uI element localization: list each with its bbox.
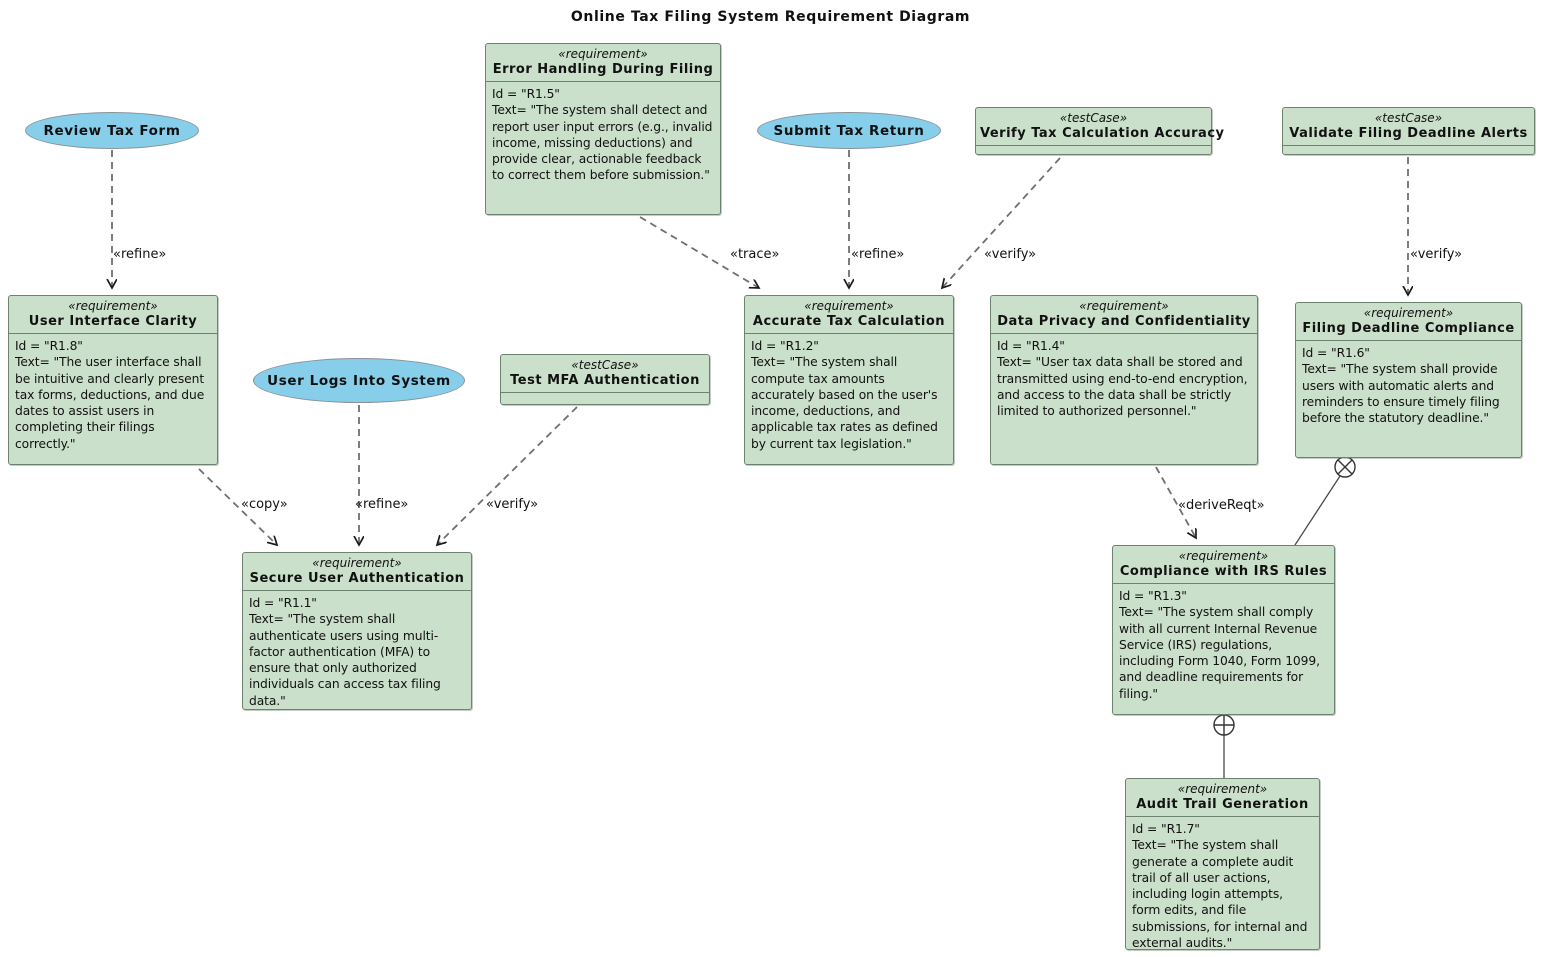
testcase-validate-filing-deadline-alerts[interactable]: «testCase» Validate Filing Deadline Aler… [1282, 107, 1535, 155]
testcase-empty-compartment [976, 146, 1211, 159]
stereotype-label: «requirement» [68, 299, 158, 313]
requirement-id: Id = "R1.8" [15, 339, 83, 353]
containment-line-filing-deadline-to-irs-rules [1294, 475, 1341, 546]
requirement-name: Accurate Tax Calculation [752, 314, 946, 329]
testcase-name: Verify Tax Calculation Accuracy [980, 126, 1225, 141]
requirement-data-privacy[interactable]: «requirement» Data Privacy and Confident… [990, 295, 1258, 465]
edge-label-refine-submit: «refine» [851, 247, 905, 262]
edge-label-refine-review: «refine» [113, 247, 167, 262]
stereotype-label: «testCase» [571, 358, 639, 372]
requirement-text: Text= "The system shall generate a compl… [1132, 838, 1308, 951]
usecase-submit-tax-return[interactable]: Submit Tax Return [757, 112, 941, 149]
edge-copy-ui-clarity-to-secure-auth [198, 468, 277, 545]
edge-label-verify-calc: «verify» [984, 247, 1037, 262]
containment-circle-filing-deadline [1334, 456, 1356, 478]
stereotype-label: «requirement» [1363, 306, 1454, 320]
usecase-label: Submit Tax Return [773, 122, 925, 139]
stereotype-label: «requirement» [1178, 549, 1269, 563]
requirement-text: Text= "The system shall provide users wi… [1302, 362, 1500, 426]
edge-label-copy: «copy» [241, 497, 288, 512]
testcase-name: Test MFA Authentication [510, 373, 700, 388]
requirement-ui-clarity[interactable]: «requirement» User Interface Clarity Id … [8, 295, 218, 465]
edge-derivereqt-data-privacy-to-irs-rules [1155, 466, 1196, 538]
requirement-id: Id = "R1.4" [997, 339, 1065, 353]
requirement-name: Audit Trail Generation [1136, 797, 1309, 812]
usecase-label: Review Tax Form [43, 122, 181, 139]
edge-label-refine-login: «refine» [355, 497, 409, 512]
stereotype-label: «requirement» [804, 299, 894, 313]
requirement-id: Id = "R1.6" [1302, 346, 1370, 360]
requirement-text: Text= "The system shall compute tax amou… [751, 355, 938, 451]
requirement-id: Id = "R1.7" [1132, 822, 1200, 836]
edge-label-trace: «trace» [730, 247, 780, 262]
requirement-name: Compliance with IRS Rules [1119, 564, 1328, 579]
requirement-name: Secure User Authentication [249, 571, 465, 586]
diagram-title: Online Tax Filing System Requirement Dia… [570, 9, 971, 25]
requirement-text: Text= "The system shall detect and repor… [492, 103, 713, 183]
edge-verify-calc-to-accurate-tax [942, 157, 1061, 288]
usecase-review-tax-form[interactable]: Review Tax Form [25, 112, 199, 149]
requirement-name: Data Privacy and Confidentiality [997, 314, 1251, 329]
stereotype-label: «testCase» [1059, 111, 1128, 125]
edge-label-verify-alerts: «verify» [1410, 247, 1463, 262]
stereotype-label: «testCase» [1374, 111, 1443, 125]
requirement-id: Id = "R1.5" [492, 87, 560, 101]
stereotype-label: «requirement» [1177, 782, 1268, 796]
testcase-name: Validate Filing Deadline Alerts [1289, 126, 1528, 141]
stereotype-label: «requirement» [1079, 299, 1169, 313]
requirement-audit-trail-generation[interactable]: «requirement» Audit Trail Generation Id … [1125, 778, 1320, 950]
testcase-verify-tax-calculation-accuracy[interactable]: «testCase» Verify Tax Calculation Accura… [975, 107, 1225, 155]
testcase-empty-compartment [1283, 146, 1534, 159]
requirement-text: Text= "User tax data shall be stored and… [997, 355, 1248, 419]
usecase-user-logs-into-system[interactable]: User Logs Into System [253, 358, 465, 403]
stereotype-label: «requirement» [312, 556, 402, 570]
edge-label-verify-mfa: «verify» [486, 497, 539, 512]
requirement-name: Filing Deadline Compliance [1302, 321, 1515, 336]
requirement-name: Error Handling During Filing [492, 62, 714, 77]
requirement-text: Text= "The system shall comply with all … [1119, 605, 1320, 701]
stereotype-label: «requirement» [558, 47, 648, 61]
testcase-empty-compartment [501, 393, 709, 406]
usecase-label: User Logs Into System [267, 372, 451, 389]
requirement-id: Id = "R1.3" [1119, 589, 1187, 603]
requirement-id: Id = "R1.2" [751, 339, 819, 353]
containment-circle-irs-rules [1213, 714, 1235, 736]
requirement-text: Text= "The user interface shall be intui… [15, 355, 205, 451]
requirement-name: User Interface Clarity [28, 314, 198, 329]
requirement-secure-user-authentication[interactable]: «requirement» Secure User Authentication… [242, 552, 472, 710]
requirement-accurate-tax-calculation[interactable]: «requirement» Accurate Tax Calculation I… [744, 295, 954, 465]
edge-verify-mfa-to-secure-auth [437, 406, 578, 545]
requirement-text: Text= "The system shall authenticate use… [249, 612, 441, 708]
requirement-filing-deadline-compliance[interactable]: «requirement» Filing Deadline Compliance… [1295, 302, 1522, 458]
requirement-id: Id = "R1.1" [249, 596, 317, 610]
edge-label-derive-reqt: «deriveReqt» [1178, 498, 1265, 513]
requirement-compliance-irs-rules[interactable]: «requirement» Compliance with IRS Rules … [1112, 545, 1335, 715]
requirement-error-handling[interactable]: «requirement» Error Handling During Fili… [485, 43, 721, 215]
testcase-test-mfa-authentication[interactable]: «testCase» Test MFA Authentication [500, 354, 710, 405]
